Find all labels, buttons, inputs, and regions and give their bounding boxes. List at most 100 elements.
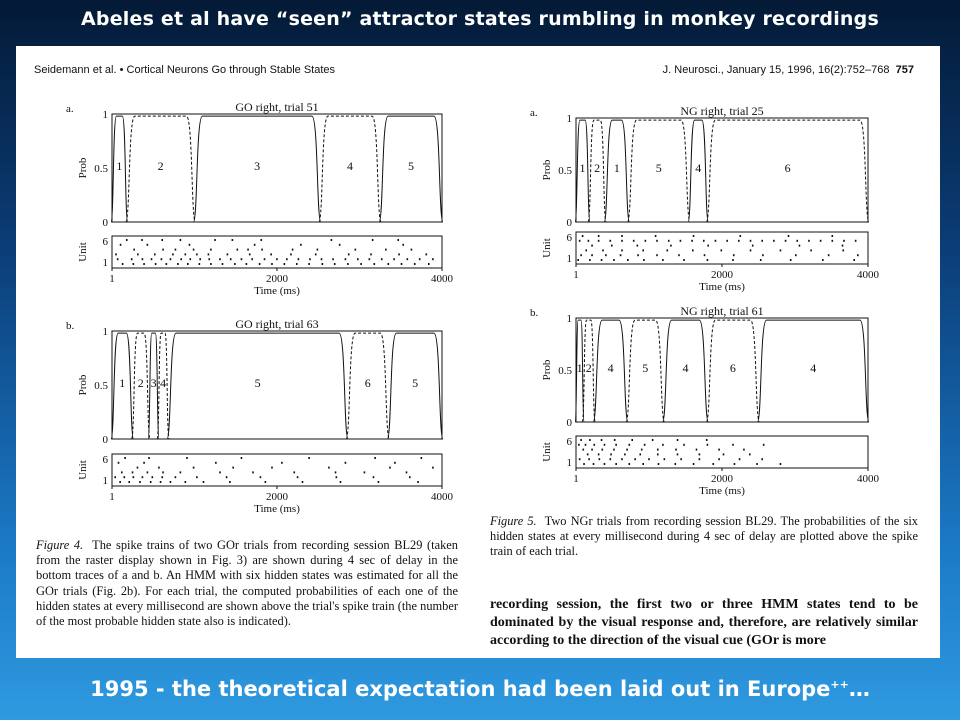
state-probability-curve [125,115,196,223]
state-label: 3 [151,376,157,390]
spike-mark [374,457,376,459]
spike-mark [290,253,292,256]
state-probability-curve [625,319,666,423]
spike-mark [761,239,763,242]
state-label: 6 [365,376,371,390]
spike-mark [587,239,590,242]
spike-mark [695,448,698,451]
spike-mark [810,249,812,252]
spike-mark [281,461,283,464]
spike-mark [240,258,243,261]
raster-y-label: Unit [77,242,89,262]
spike-mark [417,481,419,483]
y-tick-label: 0 [103,434,109,446]
spike-mark [738,458,741,461]
spike-mark [831,235,834,237]
spike-mark [271,263,273,265]
panel-letter: a. [66,103,74,115]
x-axis-label: Time (ms) [254,285,300,297]
spike-mark [794,254,797,257]
spike-mark [621,235,623,237]
spike-mark [148,457,150,459]
spike-mark [589,439,591,441]
spike-mark [192,466,195,469]
spike-mark [749,239,752,242]
spike-mark [703,254,706,257]
state-label: 6 [730,361,736,375]
spike-mark [706,259,709,261]
spike-mark [779,463,782,465]
panel-letter: b. [530,307,539,319]
spike-mark [146,243,149,246]
spike-mark [165,263,168,265]
journal-header-left: Seidemann et al. • Cortical Neurons Go t… [34,64,336,76]
spike-mark [159,481,162,483]
spike-mark [332,258,334,261]
spike-mark [691,239,693,242]
spike-mark [702,239,705,242]
y-axis-label: Prob [541,159,553,180]
spike-mark [718,458,720,461]
y-tick-label: 1 [103,326,109,338]
spike-mark [335,476,338,479]
spike-mark [121,263,124,265]
spike-mark [232,466,234,469]
spike-mark [692,249,694,252]
spike-mark [589,259,591,261]
state-probability-curve [574,119,591,223]
spike-mark [663,458,666,461]
state-label: 2 [158,159,164,173]
spike-mark [143,263,145,265]
spike-mark [654,235,657,237]
spike-mark [150,258,153,261]
spike-mark [225,476,228,479]
spike-mark [761,458,763,461]
spike-mark [692,235,695,237]
raster-y-label: Unit [541,238,553,258]
x-tick-label: 4000 [857,473,880,485]
state-label: 5 [408,159,414,173]
spike-mark [418,258,421,261]
spike-mark [831,239,834,242]
spike-mark [192,248,195,251]
spike-mark [339,481,342,483]
spike-mark [363,471,366,474]
probability-axes [111,330,443,440]
spike-mark [634,458,636,461]
spike-mark [733,463,736,465]
spike-mark [253,243,256,246]
spike-mark [208,258,211,261]
raster-tick-label: 1 [103,257,109,269]
spike-mark [368,258,371,261]
state-probability-curve [131,332,151,440]
raster-y-label: Unit [77,460,89,480]
spike-mark [597,235,600,237]
spike-mark [605,254,607,257]
spike-mark [651,439,654,441]
spike-mark [261,248,263,251]
spike-mark [756,463,758,465]
spike-mark [420,457,423,459]
spike-mark [679,239,682,242]
footer-superscript: ++ [830,678,849,691]
spike-mark [656,453,659,456]
y-tick-label: 1 [103,109,109,121]
state-label: 5 [642,361,648,375]
spike-mark [759,259,762,261]
spike-mark [158,466,160,469]
x-tick-label: 1 [109,273,115,285]
article-body-text: recording session, the first two or thre… [490,597,918,649]
spike-mark [762,254,764,257]
spike-mark [680,458,682,461]
spike-mark [174,248,177,251]
spike-mark [406,258,409,261]
y-tick-label: 1 [567,313,573,325]
spike-mark [309,258,311,261]
x-tick-label: 2000 [711,473,734,485]
y-tick-label: 0 [103,217,109,229]
x-tick-label: 4000 [857,269,880,281]
spike-mark [251,258,253,261]
spike-mark [114,476,116,479]
